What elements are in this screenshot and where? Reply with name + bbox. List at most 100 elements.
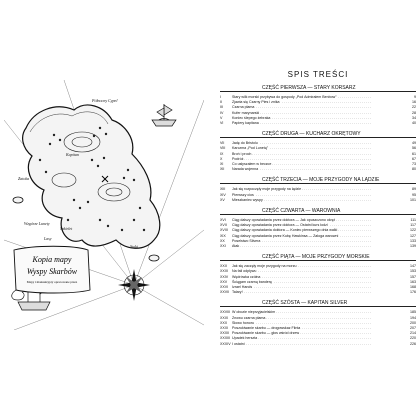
chapter-number: VI [220, 121, 224, 125]
chapter-page: 111 [408, 218, 416, 223]
chapter-page: 40 [408, 121, 416, 126]
cartouche-title: Kopia mapy [32, 255, 72, 264]
leader-dots: . . . . . . . . . . . . . . . . . . . . … [232, 320, 371, 325]
chapter-number: XXV [220, 279, 228, 284]
chapter-number: IX [220, 151, 224, 156]
leader-dots: . . . . . . . . . . . . . . . . . . . . … [232, 162, 371, 166]
leader-dots: . . . . . . . . . . . . . . . . . . . . … [232, 269, 371, 274]
chapter-title: Koniec ślepego żebraka [232, 115, 272, 121]
chapter-number: XXXII [220, 331, 230, 336]
chapter-page: 22 [408, 105, 416, 111]
chapter-title: Jak się zaczęły moje przygody na morzu [232, 264, 298, 270]
chapter-number: XI [220, 162, 224, 166]
toc-chapter-row[interactable]: XVIII. . . . . . . . . . . . . . . . . .… [220, 228, 416, 234]
leader-dots: . . . . . . . . . . . . . . . . . . . . … [232, 151, 371, 156]
toc-chapter-row[interactable]: XI . . . . . . . . . . . . . . . . . . . … [220, 162, 416, 167]
part-rule [220, 306, 416, 308]
chapter-number: V [220, 115, 223, 120]
toc-chapter-row[interactable]: VIII . . . . . . . . . . . . . . . . . . … [220, 146, 416, 152]
toc-chapter-row[interactable]: XII. . . . . . . . . . . . . . . . . . .… [220, 167, 416, 173]
chapter-title: Wędrówka czółna [232, 274, 262, 280]
toc-chapter-row[interactable]: XXX. . . . . . . . . . . . . . . . . . .… [220, 320, 416, 326]
chapter-title: Znowu czarna plama [232, 315, 267, 321]
part-title: CZĘŚĆ PIĄTA — MOJE PRZYGODY MORSKIE [262, 254, 370, 261]
leader-dots: . . . . . . . . . . . . . . . . . . . . … [232, 279, 371, 284]
chapter-page: 16 [408, 100, 416, 106]
chapter-title: Poselstwo Silvera [232, 238, 262, 244]
toc-chapter-row[interactable]: XVII. . . . . . . . . . . . . . . . . . … [220, 223, 416, 229]
toc-chapter-row[interactable]: XIX. . . . . . . . . . . . . . . . . . .… [220, 233, 416, 239]
leader-dots: . . . . . . . . . . . . . . . . . . . . … [232, 238, 371, 243]
leader-dots: . . . . . . . . . . . . . . . . . . . . … [232, 146, 371, 151]
toc-chapter-row[interactable]: XXIX. . . . . . . . . . . . . . . . . . … [220, 315, 416, 321]
toc-chapter-row[interactable]: VI. . . . . . . . . . . . . . . . . . . … [220, 121, 416, 126]
chapter-number: XXXIV [220, 341, 231, 346]
leader-dots: . . . . . . . . . . . . . . . . . . . . … [232, 115, 371, 120]
toc-chapter-row[interactable]: X. . . . . . . . . . . . . . . . . . . .… [220, 156, 416, 162]
chapter-page: 127 [408, 233, 416, 239]
chapter-page: 226 [408, 341, 416, 347]
part-title: CZĘŚĆ DRUGA — KUCHARZ OKRĘTOWY [262, 131, 361, 138]
chapter-title: Atak [232, 244, 241, 249]
toc-chapter-row[interactable]: XIII. . . . . . . . . . . . . . . . . . … [220, 187, 416, 193]
chapter-number: XV [220, 197, 225, 202]
toc-chapter-row[interactable]: XX. . . . . . . . . . . . . . . . . . . … [220, 238, 416, 244]
island-outline [22, 104, 161, 249]
leader-dots: . . . . . . . . . . . . . . . . . . . . … [232, 192, 371, 197]
chapter-title: Czarna plama [232, 105, 256, 111]
leader-dots: . . . . . . . . . . . . . . . . . . . . … [232, 285, 371, 289]
toc-chapter-row[interactable]: XV . . . . . . . . . . . . . . . . . . . … [220, 197, 416, 203]
chapter-number: XIX [220, 233, 226, 238]
toc-chapter-row[interactable]: XVI. . . . . . . . . . . . . . . . . . .… [220, 218, 416, 223]
toc-chapter-row[interactable]: XXII. . . . . . . . . . . . . . . . . . … [220, 264, 416, 270]
chapter-page: 207 [408, 326, 416, 331]
toc-chapter-row[interactable]: XXI. . . . . . . . . . . . . . . . . . .… [220, 244, 416, 249]
leader-dots: . . . . . . . . . . . . . . . . . . . . … [232, 310, 371, 315]
toc-chapter-row[interactable]: XXVIII. . . . . . . . . . . . . . . . . … [220, 310, 416, 316]
chapter-page: 28 [408, 110, 416, 116]
map-cartouche: Kopia mapy Wyspy Skarbów Mapy i manuskry… [11, 245, 91, 301]
chapter-number: VIII [220, 146, 226, 151]
toc-chapter-row[interactable]: III. . . . . . . . . . . . . . . . . . .… [220, 105, 416, 111]
cartouche-note: Mapy i manuskrypty opracowane przez [27, 280, 78, 284]
toc-chapter-row[interactable]: XXVI. . . . . . . . . . . . . . . . . . … [220, 285, 416, 290]
chapter-page: 89 [408, 187, 416, 193]
toc-chapter-row[interactable]: XXVII. . . . . . . . . . . . . . . . . .… [220, 290, 416, 296]
toc-chapter-row[interactable]: XXXI. . . . . . . . . . . . . . . . . . … [220, 326, 416, 331]
toc-chapter-row[interactable]: XXXII. . . . . . . . . . . . . . . . . .… [220, 331, 416, 337]
toc-chapter-row[interactable]: IX . . . . . . . . . . . . . . . . . . . … [220, 151, 416, 157]
leader-dots: . . . . . . . . . . . . . . . . . . . . … [232, 110, 371, 115]
toc-chapter-row[interactable]: XXXIV. . . . . . . . . . . . . . . . . .… [220, 341, 416, 347]
chapter-title: Pierwszy cios [232, 192, 255, 198]
toc-chapter-row[interactable]: XXIV. . . . . . . . . . . . . . . . . . … [220, 274, 416, 280]
chapter-page: 157 [408, 274, 416, 280]
toc-title: SPIS TREŚCI [287, 70, 349, 79]
toc-chapter-row[interactable]: XXIII . . . . . . . . . . . . . . . . . .… [220, 269, 416, 275]
chapter-page: 61 [408, 151, 416, 157]
chapter-page: 185 [408, 310, 416, 316]
toc-chapter-row[interactable]: V . . . . . . . . . . . . . . . . . . . .… [220, 115, 416, 121]
toc-chapter-row[interactable]: IV. . . . . . . . . . . . . . . . . . . … [220, 110, 416, 116]
leader-dots: . . . . . . . . . . . . . . . . . . . . … [232, 100, 371, 105]
chapter-title: Papiery kapitana [232, 121, 260, 126]
chapter-title: Co usłyszałem w beczce [232, 162, 273, 167]
chapter-title: Talary! [232, 290, 244, 296]
toc-chapter-row[interactable]: I. . . . . . . . . . . . . . . . . . . .… [220, 95, 416, 100]
toc-chapter-row[interactable]: XXXIII. . . . . . . . . . . . . . . . . … [220, 336, 416, 342]
cartouche-subtitle: Wyspy Skarbów [27, 267, 78, 276]
leader-dots: . . . . . . . . . . . . . . . . . . . . … [232, 156, 371, 161]
chapter-page: 220 [408, 336, 416, 342]
chapter-page: 9 [408, 95, 416, 100]
toc-chapter-row[interactable]: VII. . . . . . . . . . . . . . . . . . .… [220, 141, 416, 147]
toc-chapter-row[interactable]: XXV . . . . . . . . . . . . . . . . . . .… [220, 279, 416, 285]
toc-part-heading: CZĘŚĆ DRUGA — KUCHARZ OKRĘTOWY [220, 130, 416, 140]
leader-dots: . . . . . . . . . . . . . . . . . . . . … [232, 197, 371, 202]
part-rule [220, 214, 416, 215]
chapter-title: Ściągam czarną banderę [232, 279, 273, 285]
leader-dots: . . . . . . . . . . . . . . . . . . . . … [232, 326, 371, 330]
toc-chapter-row[interactable]: XIV. . . . . . . . . . . . . . . . . . .… [220, 192, 416, 198]
chapter-number: XXIII [220, 269, 228, 274]
leader-dots: . . . . . . . . . . . . . . . . . . . . … [232, 331, 371, 336]
toc-chapter-row[interactable]: II. . . . . . . . . . . . . . . . . . . … [220, 100, 416, 106]
hill-contours [51, 131, 131, 202]
